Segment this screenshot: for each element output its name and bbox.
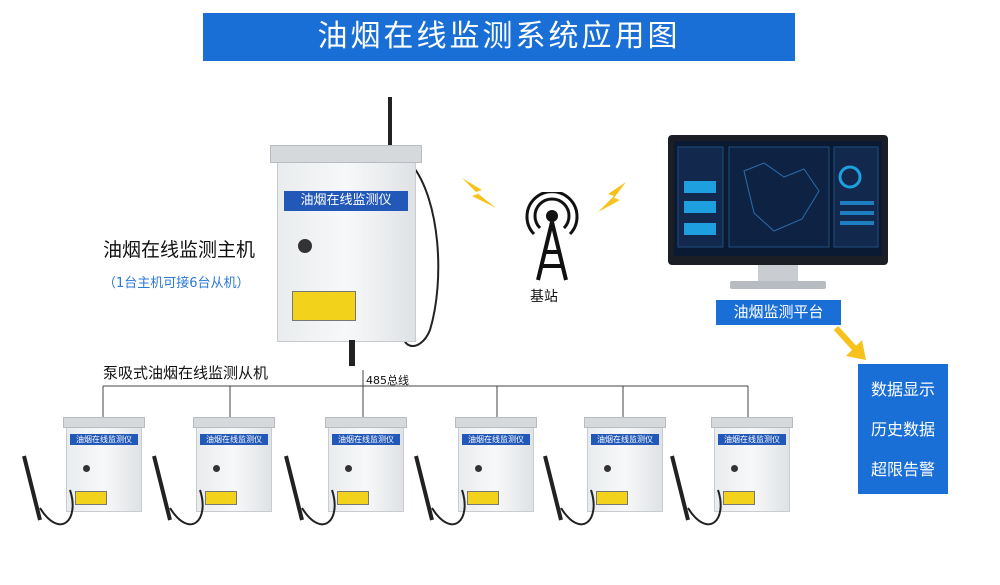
slave-knob [83, 465, 90, 472]
slave-vent [584, 417, 666, 428]
platform-label: 油烟监测平台 [716, 300, 841, 325]
slave-nameplate: 油烟在线监测仪 [718, 434, 786, 445]
slave-nameplate: 油烟在线监测仪 [462, 434, 530, 445]
monitor-base [730, 281, 826, 289]
slave-unit-2: 油烟在线监测仪 [193, 417, 275, 512]
base-station-label: 基站 [530, 289, 558, 305]
monitor-stand [758, 265, 798, 283]
main-unit-connector [349, 340, 355, 366]
main-unit-vent [270, 145, 422, 163]
slave-unit-6: 油烟在线监测仪 [711, 417, 793, 512]
slave-warning-label [467, 491, 499, 505]
slave-unit-3: 油烟在线监测仪 [325, 417, 407, 512]
slave-nameplate: 油烟在线监测仪 [200, 434, 268, 445]
slave-knob [604, 465, 611, 472]
slave-knob [345, 465, 352, 472]
main-unit-cabinet: 油烟在线监测仪 [270, 145, 422, 342]
feature-history-data: 历史数据 [870, 420, 935, 439]
slave-nameplate: 油烟在线监测仪 [332, 434, 400, 445]
slave-knob [213, 465, 220, 472]
slave-unit-1: 油烟在线监测仪 [63, 417, 145, 512]
slave-unit-4: 油烟在线监测仪 [455, 417, 537, 512]
slave-vent [455, 417, 537, 428]
monitor-screen [674, 141, 882, 256]
main-unit-warning-label [292, 291, 356, 321]
dashboard-graphic [677, 146, 879, 248]
slave-knob [731, 465, 738, 472]
slave-warning-label [75, 491, 107, 505]
main-unit-sublabel: （1台主机可接6台从机） [103, 276, 250, 291]
slave-warning-label [337, 491, 369, 505]
slave-warning-label [596, 491, 628, 505]
slave-warning-label [723, 491, 755, 505]
slave-nameplate: 油烟在线监测仪 [70, 434, 138, 445]
slave-vent [193, 417, 275, 428]
slave-unit-label: 泵吸式油烟在线监测从机 [103, 364, 269, 382]
main-unit-label: 油烟在线监测主机 [103, 239, 256, 261]
monitoring-monitor [668, 135, 888, 289]
main-unit-nameplate: 油烟在线监测仪 [284, 191, 408, 211]
slave-warning-label [205, 491, 237, 505]
slave-vent [325, 417, 407, 428]
base-station-icon [525, 192, 579, 281]
feature-data-display: 数据显示 [870, 380, 935, 399]
slave-unit-5: 油烟在线监测仪 [584, 417, 666, 512]
antenna [388, 97, 392, 153]
lightning-icon [462, 178, 496, 208]
arrow-icon [833, 325, 866, 360]
slave-nameplate: 油烟在线监测仪 [591, 434, 659, 445]
main-unit-knob [298, 239, 312, 253]
bus-label: 485总线 [366, 374, 409, 387]
lightning-icon [598, 182, 626, 212]
slave-knob [475, 465, 482, 472]
slave-vent [711, 417, 793, 428]
feature-list: 数据显示 历史数据 超限告警 [858, 364, 948, 494]
feature-over-limit-alarm: 超限告警 [870, 460, 935, 479]
slave-vent [63, 417, 145, 428]
main-unit-cable [401, 164, 440, 347]
page-title: 油烟在线监测系统应用图 [203, 13, 795, 61]
